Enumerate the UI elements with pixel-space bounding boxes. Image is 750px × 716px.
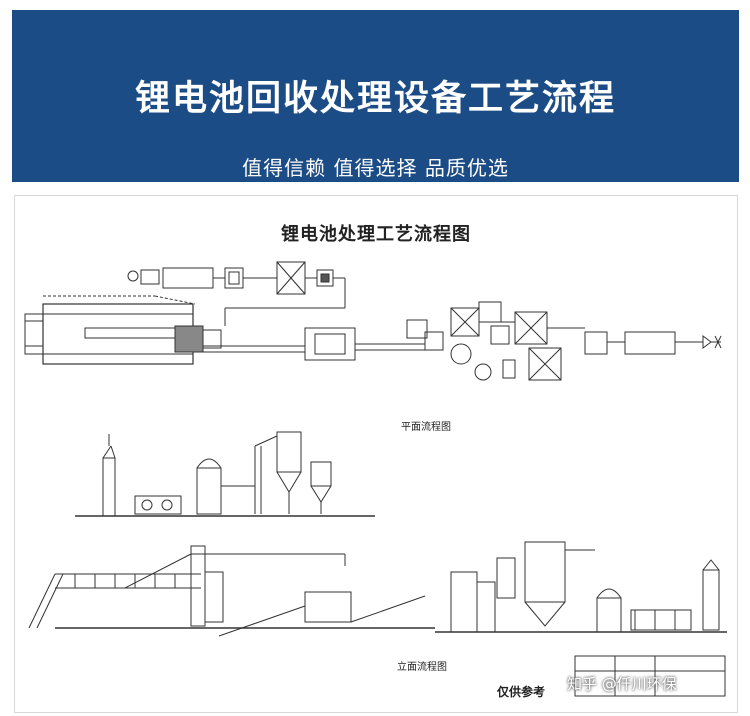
banner-title: 锂电池回收处理设备工艺流程: [134, 79, 616, 119]
elevation-view: [28, 541, 727, 697]
header-banner: 锂电池回收处理设备工艺流程 值得信赖 值得选择 品质优选: [12, 10, 739, 182]
elevation-caption: 立面流程图: [397, 662, 447, 673]
plan-view: [24, 261, 722, 381]
banner-subtitle: 值得信赖 值得选择 品质优选: [242, 156, 509, 180]
side-section-view: [75, 431, 375, 517]
process-diagram-lines: [24, 261, 727, 697]
plan-caption: 平面流程图: [401, 422, 451, 433]
reference-note: 仅供参考: [497, 685, 546, 699]
process-drawing: 锂电池处理工艺流程图 平面流程图 立面流程图 仅供参考 知乎 @仟川环保: [14, 195, 738, 713]
watermark: 知乎 @仟川环保: [567, 675, 677, 693]
drawing-title: 锂电池处理工艺流程图: [281, 224, 471, 245]
